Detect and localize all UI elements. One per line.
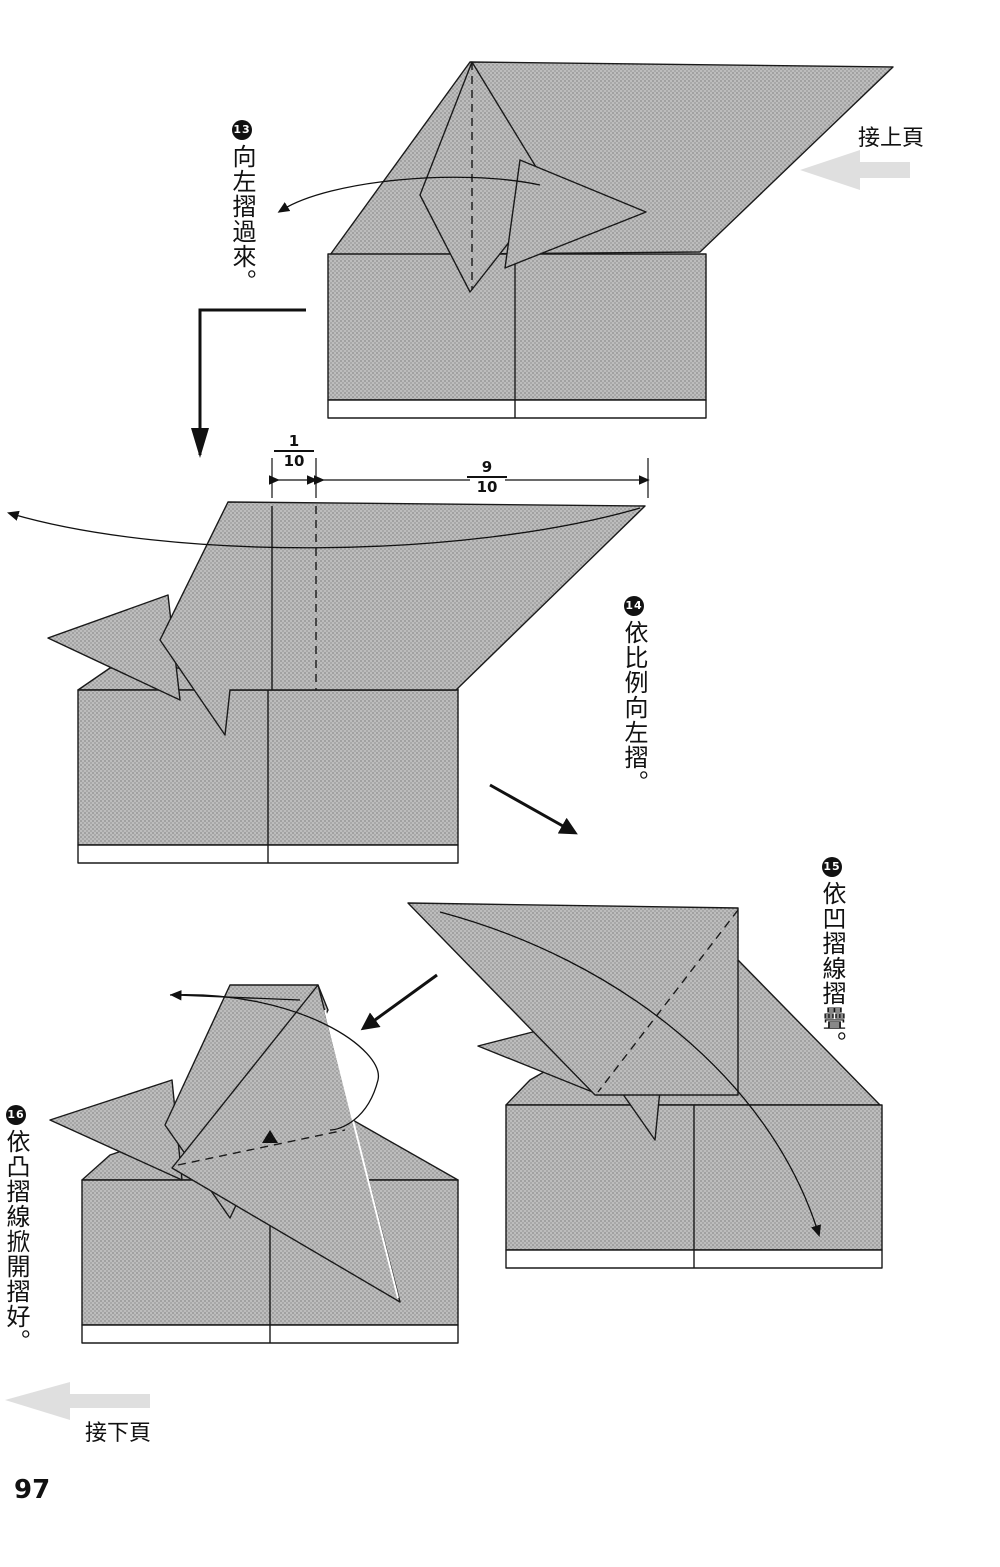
step-13-number: 13 [232, 120, 252, 140]
base-box [327, 253, 707, 401]
fold-arrow-16 [169, 994, 379, 1131]
dimension-marks [269, 458, 650, 498]
step-13-text: 向左摺過來。 [228, 144, 256, 294]
step-15-number: 15 [822, 857, 842, 877]
large-flap [407, 902, 739, 1096]
large-flap [159, 501, 646, 736]
step-16-text: 依凸摺線掀開摺好。 [2, 1129, 30, 1354]
ratio-left-denominator: 10 [283, 452, 305, 470]
step-arrow-13-14 [198, 308, 306, 455]
kite-flap [419, 61, 551, 293]
page-number: 97 [14, 1475, 51, 1505]
fold-arrow-15 [439, 911, 821, 1237]
step-14-number: 14 [624, 596, 644, 616]
step-14-instruction: 14 依比例向左摺。 [620, 596, 648, 795]
step-14-figure [47, 501, 646, 864]
ratio-left-numerator: 1 [274, 432, 314, 452]
continue-arrow-icon [5, 150, 910, 1420]
beak-flap [504, 159, 647, 269]
step-arrow-14-15 [489, 783, 578, 835]
step-14-text: 依比例向左摺。 [620, 620, 648, 795]
ratio-right-numerator: 9 [467, 458, 507, 478]
step-16-number: 16 [6, 1105, 26, 1125]
white-band [327, 399, 707, 419]
ratio-right-denominator: 10 [476, 478, 498, 496]
step-13-instruction: 13 向左摺過來。 [228, 120, 256, 294]
step-16-instruction: 16 依凸摺線掀開摺好。 [2, 1105, 30, 1354]
step-15-text: 依凹摺線摺疊。 [818, 881, 846, 1056]
fold-arrow-13 [277, 176, 541, 213]
step-13-figure [327, 61, 894, 419]
step-arrow-15-16 [360, 973, 438, 1031]
continue-from-prev-label: 接上頁 [858, 126, 925, 151]
step-15-instruction: 15 依凹摺線摺疊。 [818, 857, 846, 1056]
ratio-right: 9 10 [467, 458, 507, 496]
continue-to-next-label: 接下頁 [85, 1421, 152, 1446]
step-16-figure [49, 984, 459, 1344]
fold-arrow-14 [7, 507, 641, 549]
ratio-left: 1 10 [274, 432, 314, 470]
